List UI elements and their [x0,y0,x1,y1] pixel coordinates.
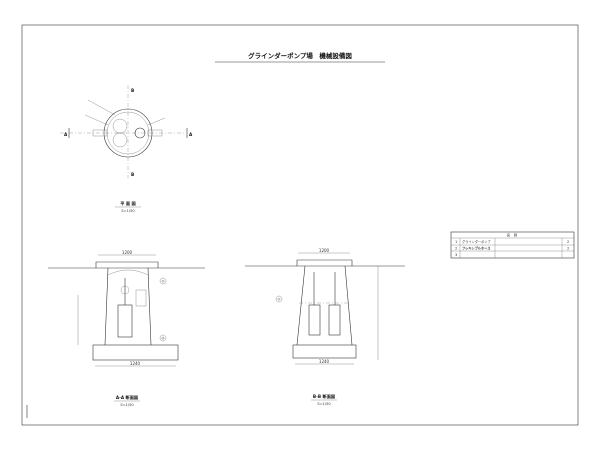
balloon-2: ② [161,337,164,341]
section-b-view: 1200 1240 ① B-B 断面図 S=1/50 [245,248,405,406]
sheet-border [21,24,579,426]
section-a-view: 1200 1240 ① ② A-A 断面図 S=1/50 [48,250,205,407]
section-marker-a-right: A [189,132,193,137]
table-row: 1 グラインダーポンプ 2 [455,239,569,244]
dimension-width-a: 1200 [122,250,133,255]
table-row: 3 [455,253,457,257]
section-marker-a-left: A [64,132,68,137]
drawing-title: グラインダーポンプ場 機械設備図 [248,51,352,60]
row-no: 1 [455,240,457,244]
plan-view-scale: S=1/50 [121,209,135,213]
dimension-base-b: 1240 [319,359,330,364]
equipment-table: 名 称 1 グラインダーポンプ 2 2 フレキシブルホース 2 3 [450,231,575,259]
row-no: 2 [455,247,457,251]
table-header: 名 称 [507,233,518,238]
section-marker-b-top: B [131,88,134,93]
plan-view: A A B B 平 面 図 S=1/50 [60,85,193,213]
section-a-scale: S=1/50 [120,403,134,407]
section-marker-b-bottom: B [131,172,134,177]
row-name: フレキシブルホース [462,246,491,251]
table-row: 2 フレキシブルホース 2 [455,246,569,251]
dimension-width-b: 1200 [319,248,330,253]
balloon-1: ① [161,280,164,284]
row-qty: 2 [567,247,569,251]
section-b-scale: S=1/50 [317,402,331,406]
row-name: グラインダーポンプ [462,239,491,244]
section-a-label: A-A 断面図 [116,394,138,401]
dimension-base-a: 1240 [130,361,141,366]
section-b-label: B-B 断面図 [313,393,335,400]
balloon-1-b: ① [277,298,280,302]
plan-view-label: 平 面 図 [120,200,135,207]
row-qty: 2 [567,240,569,244]
row-no: 3 [455,253,457,257]
